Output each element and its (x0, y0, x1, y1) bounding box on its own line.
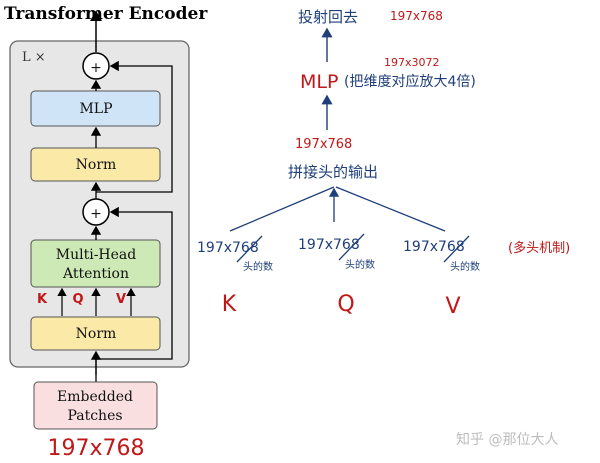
mlp-dim-note: 197x3072 (384, 56, 440, 69)
head-1-dim: 197x768 (197, 240, 259, 256)
head-1-count: 头的数 (243, 260, 273, 273)
norm-top-label: Norm (76, 157, 117, 173)
multihead-note: (多头机制) (508, 240, 570, 256)
embedded-patches-box (33, 381, 158, 430)
big-q-label: Q (337, 292, 354, 317)
mlp-hand-label: MLP (300, 71, 338, 93)
head3-to-concat-line (335, 186, 446, 232)
big-k-label: K (222, 292, 237, 317)
big-v-label: V (445, 294, 460, 319)
head-2-dim: 197x768 (298, 237, 360, 253)
small-q-label: Q (72, 292, 83, 307)
head-2-slash (338, 233, 365, 261)
concat-dim-note: 197x768 (295, 137, 352, 152)
norm-bottom-box (30, 316, 161, 351)
small-k-label: K (37, 292, 48, 307)
head-2-note: 197x768 头的数 (298, 233, 375, 271)
head-3-slash (443, 235, 470, 263)
encoder-title: Transformer Encoder (4, 4, 208, 24)
head-1-note: 197x768 头的数 (197, 235, 273, 273)
attention-label-line2: Attention (62, 266, 129, 282)
top-dim-note: 197x768 (390, 9, 443, 23)
head-3-count: 头的数 (450, 260, 480, 273)
norm-bottom-label: Norm (76, 326, 117, 342)
mlp-label: MLP (79, 101, 112, 117)
input-dim-note: 197x768 (47, 436, 144, 461)
residual-add-top (82, 52, 110, 80)
small-v-label: V (116, 292, 126, 307)
repeat-label: L × (22, 50, 46, 65)
head1-to-concat-line (229, 186, 335, 232)
project-back-note: 投射回去 (298, 8, 358, 26)
watermark: 知乎 @那位大人 (456, 431, 558, 448)
residual-connection-top (96, 60, 173, 193)
concat-heads-note: 拼接头的输出 (288, 163, 378, 181)
head-1-slash (236, 235, 263, 263)
embedded-label-line1: Embedded (57, 389, 133, 405)
mlp-expand-note: (把维度对应放大4倍) (344, 73, 476, 90)
head-2-count: 头的数 (345, 258, 375, 271)
plus-top: + (90, 60, 102, 76)
embedded-label-line2: Patches (67, 408, 122, 424)
head-3-dim: 197x768 (403, 239, 465, 255)
plus-middle: + (90, 206, 102, 222)
attention-label-line1: Multi-Head (56, 247, 137, 263)
head-3-note: 197x768 头的数 (403, 235, 480, 273)
